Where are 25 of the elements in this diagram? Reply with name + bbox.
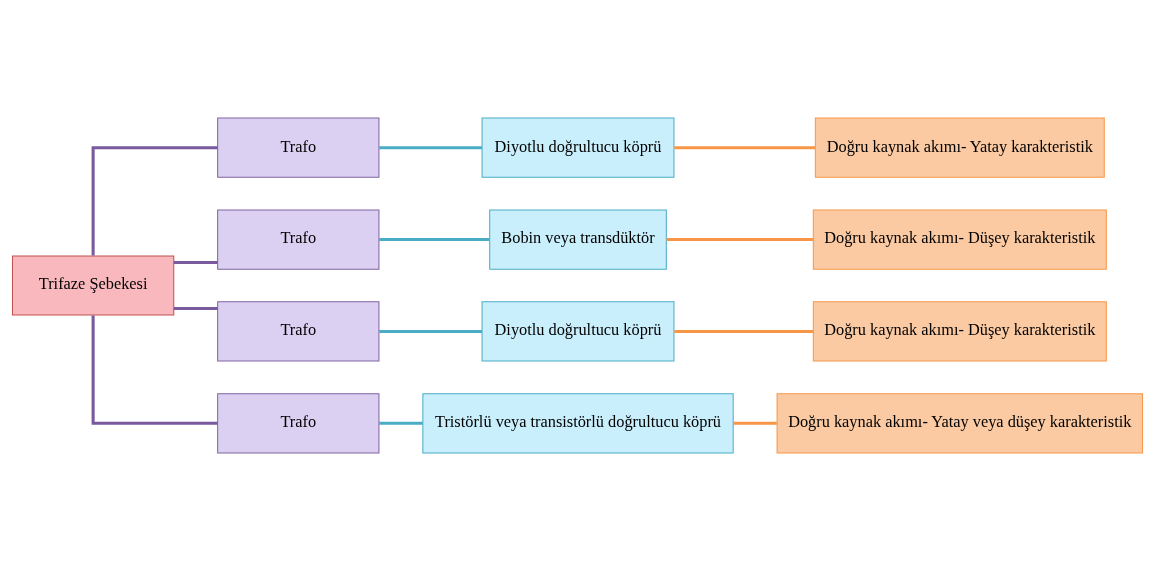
node-box: Doğru kaynak akımı- Yatay karakteristik bbox=[814, 117, 1105, 178]
connector bbox=[379, 329, 482, 333]
node-box: Trafo bbox=[217, 117, 380, 178]
node-box: Trifaze Şebekesi bbox=[11, 255, 175, 316]
node-box: Doğru kaynak akımı- Düşey karakteristik bbox=[812, 209, 1107, 270]
node-box: Diyotlu doğrultucu köprü bbox=[481, 301, 675, 362]
node-box: Tristörlü veya transistörlü doğrultucu köprü bbox=[422, 393, 734, 454]
connector bbox=[674, 146, 816, 150]
connector bbox=[733, 421, 777, 425]
node-box: Doğru kaynak akımı- Yatay veya düşey karakteristik bbox=[776, 393, 1144, 454]
node-box: Trafo bbox=[217, 209, 380, 270]
connector bbox=[379, 238, 490, 242]
connector bbox=[91, 315, 218, 425]
connector bbox=[173, 306, 218, 310]
connector bbox=[666, 238, 814, 242]
node-box: Doğru kaynak akımı- Düşey karakteristik bbox=[812, 301, 1107, 362]
node-box: Bobin veya transdüktör bbox=[489, 209, 667, 270]
connector bbox=[379, 146, 482, 150]
node-box: Diyotlu doğrultucu köprü bbox=[481, 117, 675, 178]
connector bbox=[379, 421, 423, 425]
node-box: Trafo bbox=[217, 393, 380, 454]
connector bbox=[91, 146, 218, 256]
node-box: Trafo bbox=[217, 301, 380, 362]
connector bbox=[173, 261, 218, 265]
connector bbox=[674, 329, 814, 333]
